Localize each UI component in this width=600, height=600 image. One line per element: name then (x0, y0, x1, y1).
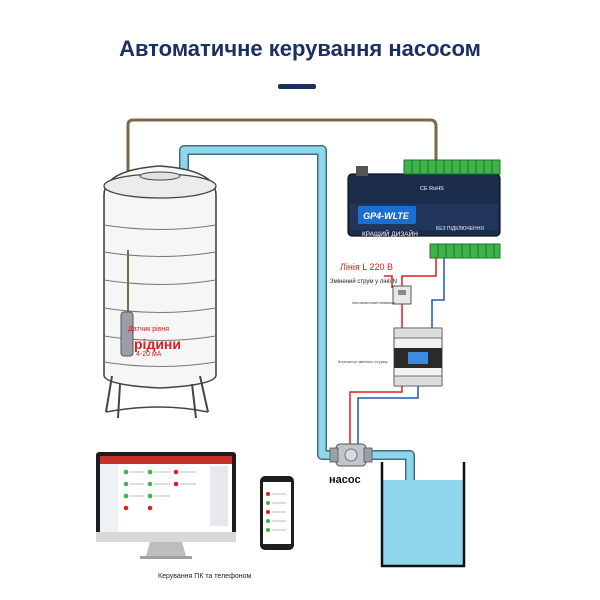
smartphone-icon (260, 476, 294, 550)
title-underline (278, 84, 316, 89)
wire-blue-pump (357, 386, 419, 445)
level-sensor-probe (120, 250, 134, 357)
controller-caption: КРАЩИЙ ДИЗАЙН (362, 229, 418, 238)
ac-contactor (393, 327, 443, 387)
circuit-breaker (392, 285, 412, 305)
sensor-cable (126, 118, 438, 250)
devices-caption: Керування ПК та телефоном (158, 573, 252, 580)
sensor-label-line1: Датчик рівня (128, 326, 170, 333)
top-terminals (403, 159, 501, 175)
contactor-label: Контактор змінного струму (338, 359, 388, 364)
line-l-prefix: Лінія L (340, 262, 367, 272)
storage-tank (103, 165, 217, 419)
wire-red-3 (384, 275, 393, 288)
controller-caption-2: БЕЗ ПІДКЛЮЧЕННЯ (436, 226, 484, 232)
line-voltage: 220 В (369, 262, 393, 272)
gp4-wlte-controller: GP4-WLTE КРАЩИЙ ДИЗАЙН БЕЗ ПІДКЛЮЧЕННЯ C… (347, 159, 501, 259)
controller-model: GP4-WLTE (363, 211, 410, 221)
line-l-label: Лінія L 220 В (340, 262, 393, 272)
water-reservoir (380, 462, 466, 568)
sensor-label-line2: рідини (134, 336, 181, 352)
pump-label: насос (329, 474, 361, 486)
bottom-terminals (429, 243, 501, 259)
pump-icon (329, 443, 373, 467)
sensor-label-line3: 4-20 мА (136, 351, 162, 358)
wire-red-pump (349, 386, 403, 445)
changed-current-label: Змінений струм у лінії N (330, 279, 397, 285)
diagram-title: Автоматичне керування насосом (119, 36, 481, 61)
computer-monitor-icon (96, 452, 236, 559)
breaker-label: Автоматичний вимикач (352, 300, 395, 305)
wire-blue-1 (431, 258, 445, 330)
controller-marking: CE RoHS (420, 186, 444, 192)
wire-red-1 (401, 258, 437, 288)
